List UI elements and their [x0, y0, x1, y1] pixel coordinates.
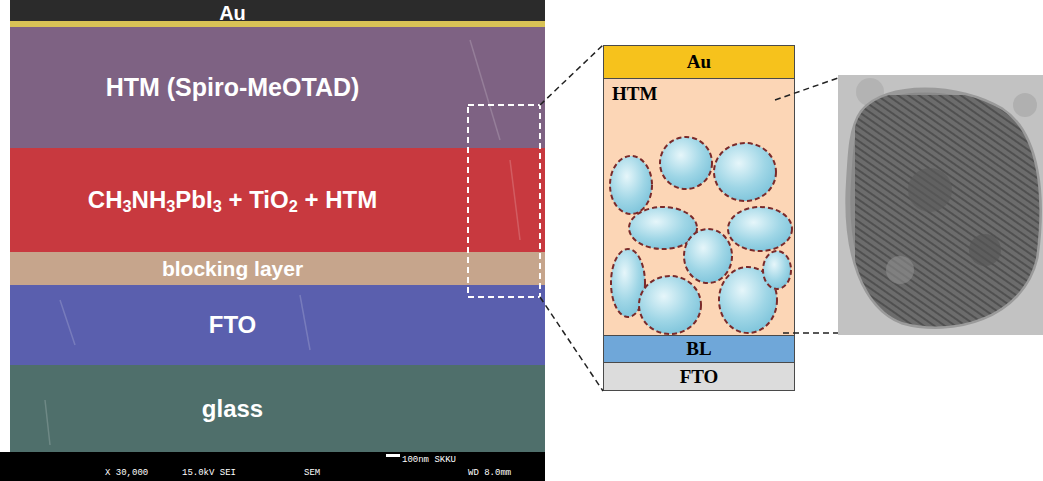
layer-label: CH3NH3PbI3 + TiO2 + HTM [88, 186, 377, 214]
zoom-line [783, 332, 838, 334]
scale-bar [386, 454, 400, 457]
schematic-layer: HTM [603, 78, 795, 336]
tem-light-spot [886, 256, 914, 284]
particle [719, 267, 777, 333]
layer-band: Au [10, 0, 545, 27]
streak [300, 295, 310, 350]
micrograph-info: 100nm SKKU [402, 456, 456, 465]
zoom-line [775, 78, 838, 100]
zoom-line [540, 297, 603, 391]
layer-label: blocking layer [162, 257, 303, 281]
tem-image [838, 75, 1043, 335]
tem-speck [1013, 93, 1037, 117]
zoom-box [468, 105, 540, 297]
lattice-fringes [855, 95, 1040, 330]
tem-speck [856, 78, 884, 106]
particle [684, 229, 732, 283]
streak [60, 300, 75, 345]
micrograph-info: SEM [304, 469, 320, 478]
micrograph-info: WD 8.0mm [468, 469, 511, 478]
schematic-layer: FTO [603, 362, 795, 391]
layer-label: Au [219, 2, 246, 25]
layer-label: glass [202, 395, 263, 423]
particle [610, 156, 652, 214]
particle [639, 276, 701, 334]
schematic-layer: BL [603, 335, 795, 363]
particle [629, 207, 697, 249]
layer-band: glass [10, 365, 545, 452]
sem-texture [45, 40, 520, 445]
layer-band: FTO [10, 285, 545, 365]
particle [763, 251, 791, 289]
layer-label: FTO [209, 311, 257, 339]
micrograph-info: 15.0kV SEI [182, 469, 236, 478]
layer-band: CH3NH3PbI3 + TiO2 + HTM [10, 148, 545, 252]
particle [611, 249, 645, 317]
tem-particle [848, 90, 1040, 326]
streak [510, 160, 520, 240]
streak [470, 40, 500, 140]
layer-label: BL [686, 338, 711, 360]
particle [714, 143, 776, 201]
zoom-line [540, 45, 603, 105]
layer-label: HTM (Spiro-MeOTAD) [106, 73, 360, 102]
layer-label: HTM [612, 83, 657, 105]
tem-lattice [855, 95, 1040, 330]
info-bar [0, 452, 545, 481]
tem-dark-spot [908, 168, 952, 212]
particle [660, 137, 712, 189]
layer-label: Au [687, 51, 711, 73]
layer-band: blocking layer [10, 252, 545, 285]
streak [45, 400, 50, 445]
particle [728, 207, 792, 251]
layer-label: FTO [680, 366, 719, 388]
schematic-layer: Au [603, 45, 795, 79]
tem-dark-spot [969, 234, 1001, 266]
micrograph-info: X 30,000 [105, 469, 148, 478]
tio2-particles [610, 137, 792, 334]
gold-line [10, 21, 545, 27]
layer-band: HTM (Spiro-MeOTAD) [10, 27, 545, 148]
